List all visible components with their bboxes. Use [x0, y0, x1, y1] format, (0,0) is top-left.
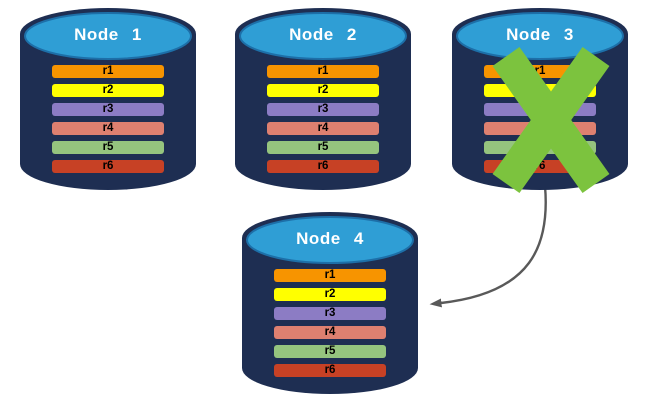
- cylinder-top: [246, 216, 414, 264]
- replica-bar-r4: r4: [52, 122, 164, 135]
- node-3-failed: Node 3 r1 r2 r3 r4 r5 r6: [450, 6, 630, 194]
- replica-bar-r4: r4: [274, 326, 386, 339]
- cylinder-top: [239, 12, 407, 60]
- replica-bar-r2: r2: [274, 288, 386, 301]
- replica-bar-r5: r5: [52, 141, 164, 154]
- node-1: Node 1 r1 r2 r3 r4 r5 r6: [18, 6, 198, 192]
- replica-bar-r2: r2: [52, 84, 164, 97]
- replica-list: r1 r2 r3 r4 r5 r6: [274, 269, 386, 383]
- replica-bar-r5: r5: [267, 141, 379, 154]
- replica-bar-r6: r6: [267, 160, 379, 173]
- node-title: Node 1: [74, 25, 142, 44]
- replica-bar-r6: r6: [52, 160, 164, 173]
- failure-x-icon: [492, 46, 610, 194]
- node-title: Node 2: [289, 25, 357, 44]
- node-title: Node 4: [296, 229, 364, 248]
- node-2: Node 2 r1 r2 r3 r4 r5 r6: [233, 6, 413, 192]
- replica-bar-r1: r1: [267, 65, 379, 78]
- cylinder-top: [456, 12, 624, 60]
- replica-bar-r6: r6: [274, 364, 386, 377]
- replica-bar-r1: r1: [274, 269, 386, 282]
- replica-bar-r3: r3: [267, 103, 379, 116]
- replica-bar-r2: r2: [267, 84, 379, 97]
- node-4: Node 4 r1 r2 r3 r4 r5 r6: [240, 210, 420, 396]
- replica-bar-r3: r3: [274, 307, 386, 320]
- replica-bar-r3: r3: [52, 103, 164, 116]
- cylinder-top: [24, 12, 192, 60]
- arrow-curve: [429, 184, 547, 308]
- replica-bar-r1: r1: [52, 65, 164, 78]
- replica-list: r1 r2 r3 r4 r5 r6: [52, 65, 164, 179]
- replica-list: r1 r2 r3 r4 r5 r6: [267, 65, 379, 179]
- replica-bar-r4: r4: [267, 122, 379, 135]
- replica-bar-r5: r5: [274, 345, 386, 358]
- node-title: Node 3: [506, 25, 574, 44]
